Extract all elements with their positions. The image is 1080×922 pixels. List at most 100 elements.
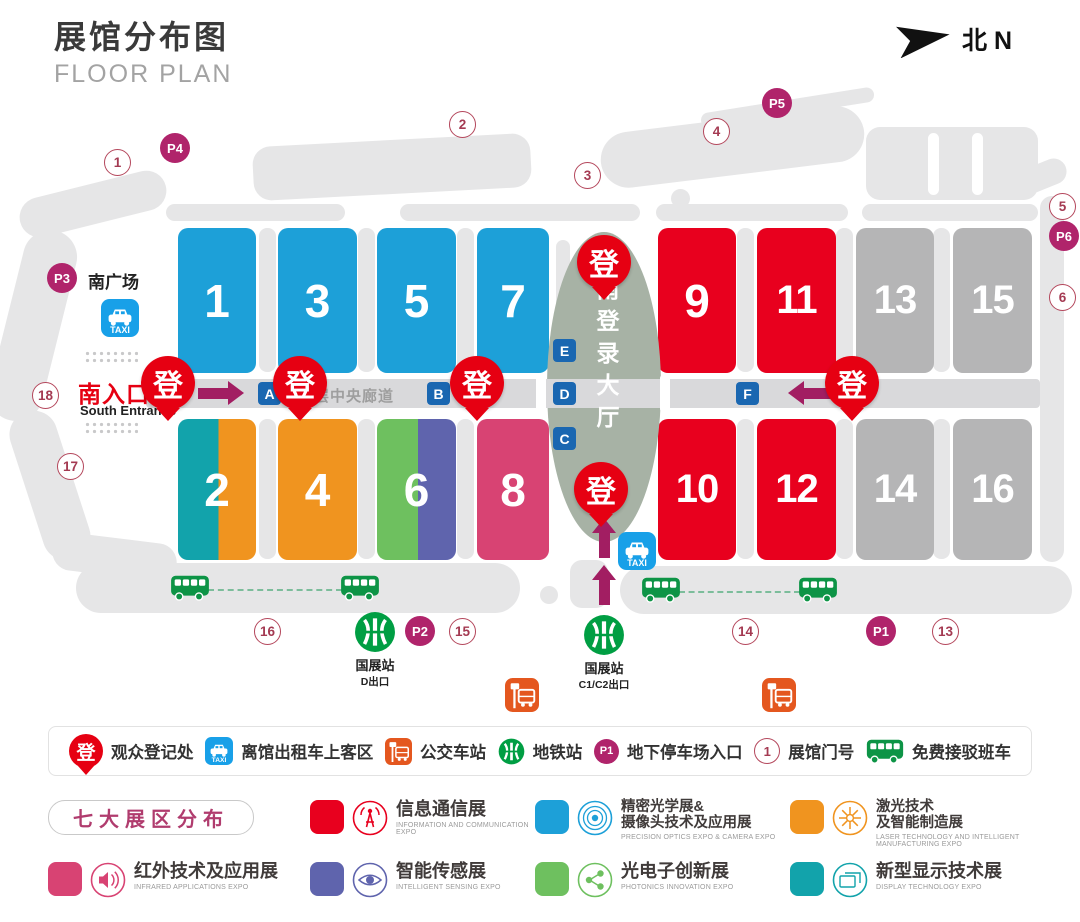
parking-p1: P1: [866, 616, 896, 646]
zone-laser-technology: 激光技术及智能制造展 LASER TECHNOLOGY AND INTELLIG…: [790, 799, 1032, 848]
zones-heading: 七大展区分布: [48, 800, 254, 835]
zone-color-swatch: [535, 800, 569, 834]
parking-p6: P6: [1049, 221, 1079, 251]
shuttle-bus-icon: [170, 574, 210, 601]
entrance-arrow-right-icon: [198, 381, 246, 406]
road-blob: [15, 166, 171, 242]
hall-5: 5: [377, 228, 456, 373]
title-zh: 展馆分布图: [54, 19, 230, 55]
hall-1-number: 1: [204, 274, 230, 327]
parking-icon: P1: [594, 738, 619, 764]
road-strip: [358, 228, 375, 372]
registration-pin-a: 登: [273, 356, 327, 410]
zone-display-technology: 新型显示技术展 DISPLAY TECHNOLOGY EXPO: [790, 860, 1032, 898]
registration-pin-bottom: 登: [574, 462, 628, 516]
zone-infrared: 红外技术及应用展 INFRARED APPLICATIONS EXPO: [48, 861, 310, 898]
compass-label: 北 N: [962, 27, 1013, 55]
hall-7-number: 7: [500, 274, 526, 327]
road-strip: [259, 419, 276, 559]
metro-icon: [497, 737, 525, 765]
parking-dots: [84, 350, 138, 365]
legend-bar: 登 观众登记处 离馆出租车上客区 公交车站 地铁站 P1 地下停车场入口 1 展…: [48, 726, 1032, 776]
pin-label: 登: [589, 249, 619, 282]
hall-10-number: 10: [675, 467, 719, 511]
antenna-icon: [352, 800, 388, 836]
shuttle-bus-icon: [798, 576, 838, 603]
registration-pin-b: 登: [450, 356, 504, 410]
gate-1-number: 1: [113, 155, 122, 170]
legend-parking: P1 地下停车场入口: [594, 738, 743, 764]
hall-4-number: 4: [304, 463, 331, 516]
gate-15-number: 15: [454, 624, 471, 639]
zone-precision-optics: 精密光学展&摄像头技术及应用展 PRECISION OPTICS EXPO & …: [535, 799, 790, 848]
gate-13-number: 13: [937, 624, 954, 639]
hall-6: 6: [377, 419, 456, 560]
road-blob: [1040, 196, 1064, 562]
hall-8-number: 8: [500, 463, 526, 516]
zone-name-zh: 新型显示技术展: [876, 860, 1002, 881]
gate-3: 3: [574, 162, 601, 189]
road-strip: [457, 419, 474, 559]
gate-4: 4: [703, 118, 730, 145]
hall-11: 11: [757, 228, 836, 373]
south-entrance-label-zh: 南入口: [78, 381, 150, 407]
hall-15: 15: [953, 228, 1032, 373]
entrance-arrow-left-icon: [788, 381, 836, 406]
south-square-label: 南广场: [88, 273, 139, 292]
gate-1: 1: [104, 149, 131, 176]
hall-8: 8: [477, 419, 549, 560]
legend-bus-station: 公交车站: [385, 737, 486, 765]
pin-label: 登: [285, 370, 315, 403]
metro-station-d: 国展站 D出口: [320, 655, 430, 689]
corridor-point-b: B: [427, 382, 450, 405]
hall-12: 12: [757, 419, 836, 560]
shuttle-route: [679, 591, 800, 593]
metro-station-exit: D出口: [360, 676, 390, 688]
road-strip: [862, 204, 1038, 221]
hall-1: 1: [178, 228, 256, 373]
shuttle-route: [208, 589, 342, 591]
gate-2: 2: [449, 111, 476, 138]
gate-4-number: 4: [712, 124, 721, 139]
south-entrance-label-en: South Entrance: [80, 403, 177, 418]
pin-label: 登: [462, 370, 492, 403]
zone-name-en: LASER TECHNOLOGY AND INTELLIGENT MANUFAC…: [876, 833, 1020, 848]
bus-station-icon: [505, 678, 539, 712]
road-blob: [620, 566, 1072, 614]
road-strip: [457, 228, 474, 372]
legend-label: 地下停车场入口: [627, 744, 743, 762]
legend-label: 离馆出租车上客区: [241, 744, 374, 762]
metro-station-c: 国展站 C1/C2出口: [549, 658, 659, 692]
title-en: FLOOR PLAN: [54, 60, 233, 88]
zone-name-zh: 信息通信展: [396, 799, 486, 819]
metro-station-name: 国展站: [584, 661, 624, 676]
hall-16-number: 16: [971, 467, 1014, 511]
parking-p1-label: P1: [873, 623, 889, 639]
metro-icon: [583, 614, 625, 656]
hall-15-number: 15: [971, 278, 1014, 322]
legend-label: 展馆门号: [788, 744, 855, 762]
parking-p4-label: P4: [167, 140, 183, 156]
road-strip: [836, 419, 853, 559]
taxi-icon: [618, 532, 656, 570]
hall-3-number: 3: [304, 274, 331, 327]
parking-p2-label: P2: [412, 623, 428, 639]
hall-11-number: 11: [776, 278, 817, 322]
hall-6-number: 6: [403, 463, 430, 516]
gate-16-number: 16: [259, 624, 276, 639]
gate-17-number: 17: [62, 459, 79, 474]
zone-name-zh: 精密光学展&: [621, 799, 704, 815]
zone-name-en: DISPLAY TECHNOLOGY EXPO: [876, 883, 982, 891]
corridor-point-d: D: [553, 382, 576, 405]
building-gap: [972, 133, 983, 195]
parking-label: P1: [599, 745, 614, 757]
laser-icon: [832, 800, 868, 836]
pin-label: 登: [153, 370, 183, 403]
taxi-icon: [205, 737, 234, 765]
gate-13: 13: [932, 618, 959, 645]
eye-icon: [352, 862, 388, 898]
road-strip: [259, 228, 276, 372]
corridor-point-f: F: [736, 382, 759, 405]
hall-13-number: 13: [873, 278, 917, 322]
zones-legend: 七大展区分布 信息通信展 INFORMATION AND COMMUNICATI…: [48, 799, 1032, 898]
